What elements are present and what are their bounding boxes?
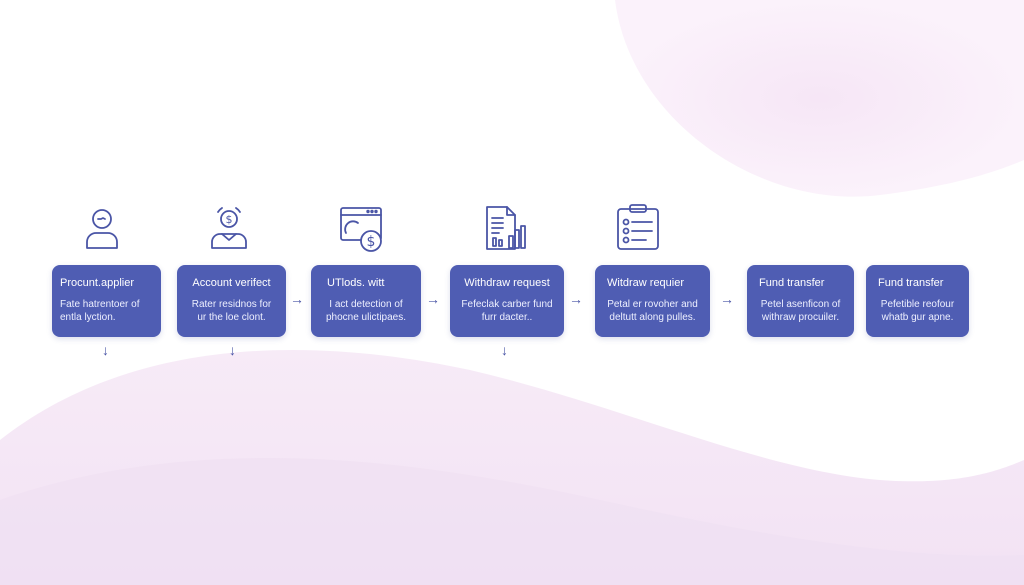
arrow-down-4: ↓: [501, 342, 508, 358]
step-box-2: Account verifect Rater residnos for ur t…: [177, 265, 286, 337]
arrow-right-2-3: →: [290, 291, 304, 307]
step-desc-3: I act detection of phocne ulictipaes.: [325, 299, 407, 323]
step-title-2: Account verifect: [192, 277, 271, 289]
step-box-5: Witdraw requier Petal er rovoher and del…: [595, 265, 710, 337]
arrow-down-2: ↓: [229, 342, 236, 358]
step-title-3: UTlods. witt: [327, 277, 385, 289]
step-title-6: Fund transfer: [759, 277, 825, 289]
step-box-1: Procunt.applier Fate hatrentoer of entla…: [52, 265, 161, 337]
step-desc-6: Petel asenficon of withraw procuiler.: [760, 299, 841, 323]
arrow-right-4-5: →: [569, 291, 583, 307]
browser-dollar-icon: $: [338, 205, 386, 253]
step-box-3: UTlods. witt I act detection of phocne u…: [311, 265, 421, 337]
user-dollar-icon: $: [205, 204, 253, 252]
step-title-5: Witdraw requier: [607, 277, 685, 289]
step-box-6: Fund transfer Petel asenficon of withraw…: [747, 265, 854, 337]
step-title-1: Procunt.applier: [60, 277, 134, 289]
svg-text:$: $: [226, 213, 233, 226]
step-desc-7: Pefetible reofour whatb gur apne.: [880, 299, 955, 323]
arrow-right-3-4: →: [426, 291, 440, 307]
step-title-4: Withdraw request: [464, 277, 550, 289]
arrow-down-1: ↓: [102, 342, 109, 358]
user-avatar-icon: [78, 205, 126, 253]
step-title-7: Fund transfer: [878, 277, 944, 289]
step-desc-1: Fate hatrentoer of entla lyction.: [60, 299, 140, 323]
step-box-7: Fund transfer Pefetible reofour whatb gu…: [866, 265, 969, 337]
step-desc-2: Rater residnos for ur the loe clont.: [191, 299, 272, 323]
step-desc-4: Fefeclak carber fund furr dacter..: [461, 299, 553, 323]
step-box-4: Withdraw request Fefeclak carber fund fu…: [450, 265, 564, 337]
svg-text:$: $: [367, 234, 376, 250]
document-chart-icon: [481, 204, 529, 252]
step-desc-5: Petal er rovoher and deltutt along pulle…: [607, 299, 698, 323]
clipboard-checklist-icon: [614, 203, 662, 251]
arrow-right-5-6: →: [720, 291, 734, 307]
